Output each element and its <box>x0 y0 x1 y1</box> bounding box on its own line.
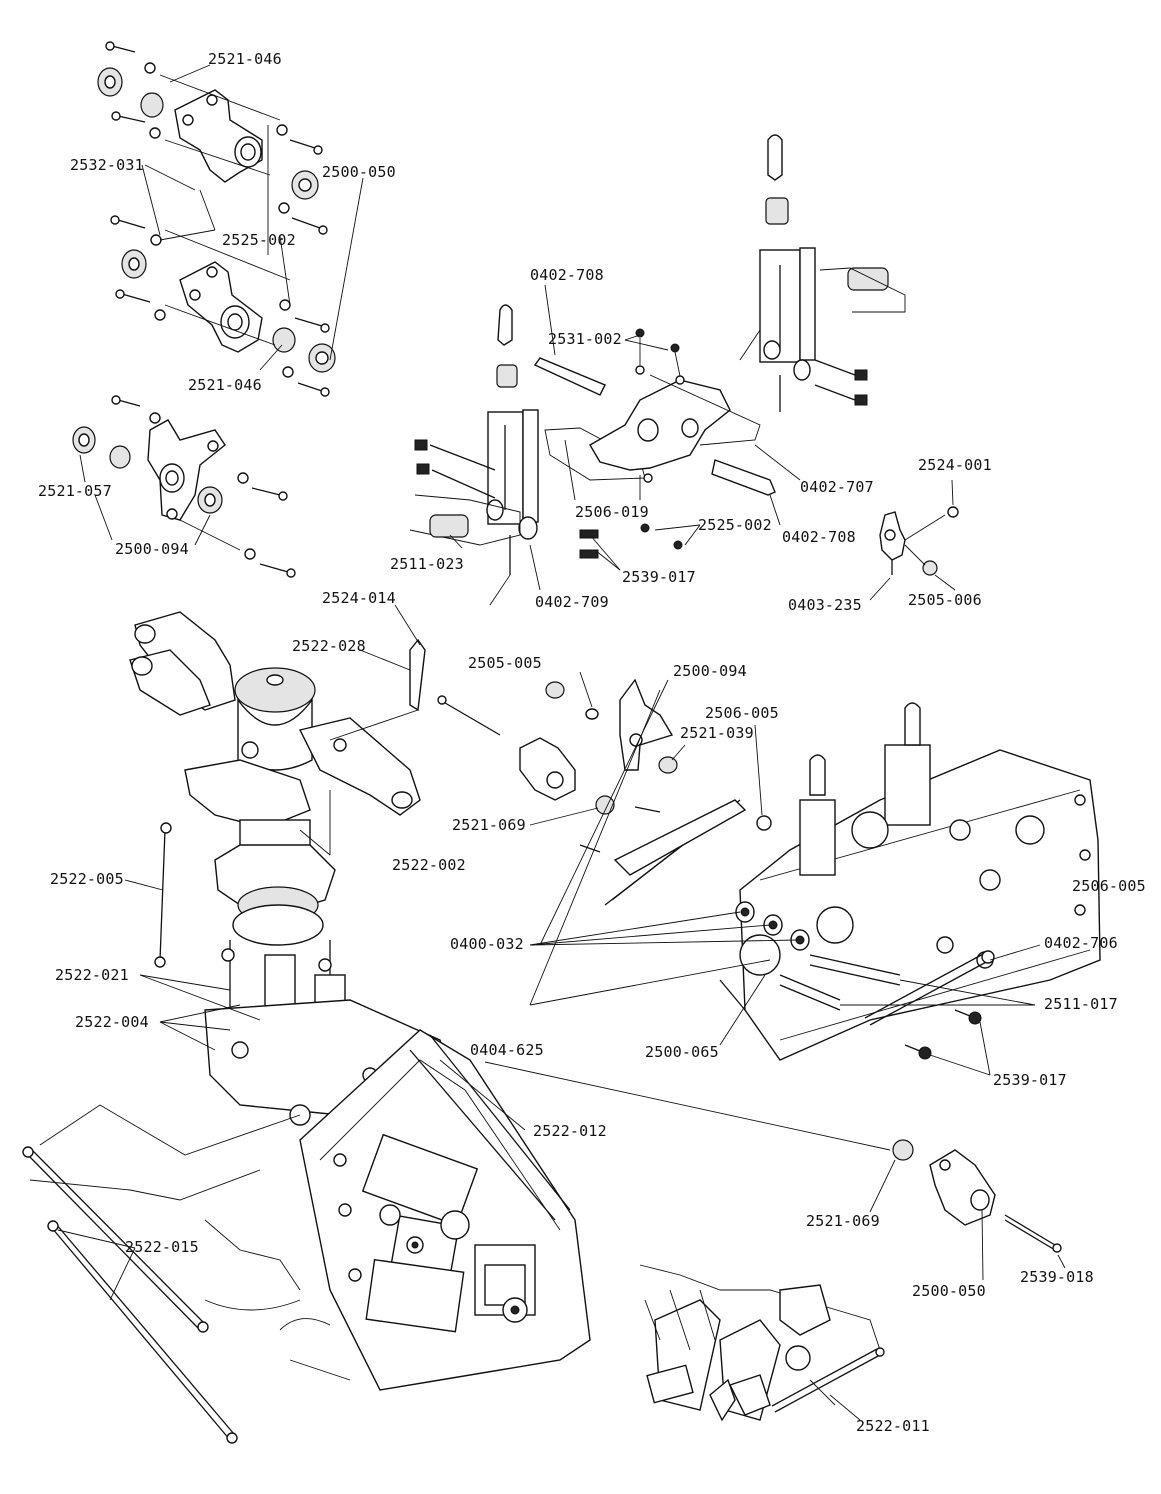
label-2525-002-mid: 2525-002 <box>698 516 772 534</box>
label-2521-069-bottom: 2521-069 <box>806 1212 880 1230</box>
label-2505-006: 2505-006 <box>908 591 982 609</box>
pivot-joint-assembly <box>869 479 959 601</box>
leader-lines <box>57 604 526 1301</box>
upper-bellcrank-assembly <box>97 41 364 397</box>
detail-inset-view <box>639 1264 885 1422</box>
label-2500-094-left: 2500-094 <box>115 540 189 558</box>
label-2522-015: 2522-015 <box>125 1238 199 1256</box>
label-0403-235: 0403-235 <box>788 596 862 614</box>
label-2522-028: 2522-028 <box>292 637 366 655</box>
label-2522-021: 2522-021 <box>55 966 129 984</box>
small-bellcrank-assembly <box>72 395 296 578</box>
label-0400-032: 0400-032 <box>450 935 524 953</box>
label-0402-709: 0402-709 <box>535 593 609 611</box>
label-2511-017: 2511-017 <box>1044 995 1118 1013</box>
label-2521-057: 2521-057 <box>38 482 112 500</box>
label-2525-002-top: 2525-002 <box>222 231 296 249</box>
label-2521-069-mid: 2521-069 <box>452 816 526 834</box>
label-2522-004: 2522-004 <box>75 1013 149 1031</box>
label-0402-707: 0402-707 <box>800 478 874 496</box>
label-2506-019: 2506-019 <box>575 503 649 521</box>
label-2532-031: 2532-031 <box>70 156 144 174</box>
label-2500-050-top: 2500-050 <box>322 163 396 181</box>
label-2500-050-bottom: 2500-050 <box>912 1282 986 1300</box>
label-2539-017-top: 2539-017 <box>622 568 696 586</box>
lower-lever-assembly <box>484 1061 1066 1281</box>
part-number-labels: 2521-046 2532-031 2500-050 2525-002 2521… <box>38 50 1146 1435</box>
label-2506-005-right: 2506-005 <box>1072 877 1146 895</box>
label-2511-023: 2511-023 <box>390 555 464 573</box>
label-2522-012: 2522-012 <box>533 1122 607 1140</box>
label-2522-002: 2522-002 <box>392 856 466 874</box>
label-2522-011: 2522-011 <box>856 1417 930 1435</box>
label-2500-065: 2500-065 <box>645 1043 719 1061</box>
side-frame-assembly <box>519 671 1101 1076</box>
label-2531-002: 2531-002 <box>548 330 622 348</box>
mixing-lever-assembly <box>409 134 906 606</box>
label-2521-046-top: 2521-046 <box>208 50 282 68</box>
label-2506-005-top: 2506-005 <box>705 704 779 722</box>
label-2521-039: 2521-039 <box>680 724 754 742</box>
label-2539-018: 2539-018 <box>1020 1268 1094 1286</box>
main-frame-assembly <box>22 1029 591 1444</box>
label-2539-017-bottom: 2539-017 <box>993 1071 1067 1089</box>
label-0404-625: 0404-625 <box>470 1041 544 1059</box>
label-2522-005: 2522-005 <box>50 870 124 888</box>
rotor-head-assembly <box>129 611 501 1126</box>
label-2524-001: 2524-001 <box>918 456 992 474</box>
label-0402-708-top: 0402-708 <box>530 266 604 284</box>
label-2500-094-mid: 2500-094 <box>673 662 747 680</box>
label-0402-708-bottom: 0402-708 <box>782 528 856 546</box>
label-2505-005: 2505-005 <box>468 654 542 672</box>
label-0402-706: 0402-706 <box>1044 934 1118 952</box>
label-2521-046-bottom: 2521-046 <box>188 376 262 394</box>
label-2524-014: 2524-014 <box>322 589 396 607</box>
